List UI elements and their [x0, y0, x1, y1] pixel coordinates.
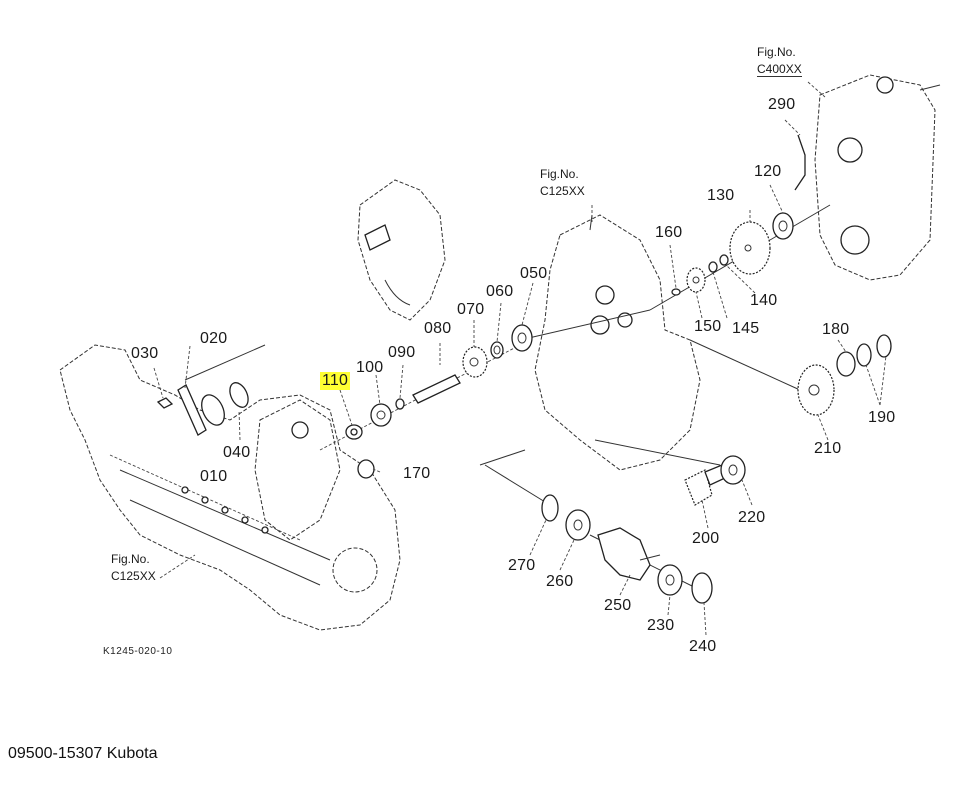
part-label-040[interactable]: 040 — [223, 444, 251, 461]
part-130-gear — [729, 221, 771, 275]
part-label-090[interactable]: 090 — [388, 344, 416, 361]
figure-ref-code: C400XX — [757, 62, 802, 77]
figure-ref-label: Fig.No. — [757, 45, 796, 59]
part-070-gear — [462, 346, 488, 378]
part-label-050[interactable]: 050 — [520, 265, 548, 282]
part-label-100[interactable]: 100 — [356, 359, 384, 376]
cover-plate — [357, 179, 446, 321]
part-170-plug — [357, 459, 375, 479]
part-label-210[interactable]: 210 — [814, 440, 842, 457]
part-label-220[interactable]: 220 — [738, 509, 766, 526]
part-250-differential — [597, 527, 661, 581]
part-label-010[interactable]: 010 — [200, 468, 228, 485]
center-case — [534, 214, 701, 471]
figure-ref-label: Fig.No. — [540, 167, 579, 181]
part-label-160[interactable]: 160 — [655, 224, 683, 241]
part-160-key — [671, 288, 681, 296]
part-220-bearing — [720, 455, 746, 485]
figure-ref-code: C125XX — [540, 184, 585, 198]
part-200-pinion — [684, 464, 726, 506]
part-label-030[interactable]: 030 — [131, 345, 159, 362]
part-label-290[interactable]: 290 — [768, 96, 796, 113]
part-label-250[interactable]: 250 — [604, 597, 632, 614]
part-label-120[interactable]: 120 — [754, 163, 782, 180]
drawing-id: K1245-020-10 — [103, 646, 173, 657]
part-label-060[interactable]: 060 — [486, 283, 514, 300]
part-label-260[interactable]: 260 — [546, 573, 574, 590]
part-label-180[interactable]: 180 — [822, 321, 850, 338]
figure-ref-c125xx-left[interactable]: Fig.No. C125XX — [111, 551, 156, 585]
right-gearbox — [814, 74, 941, 281]
part-260-bearing — [565, 509, 591, 541]
part-020-plate — [177, 384, 207, 436]
part-080-shaft — [412, 374, 461, 404]
figure-ref-code: C125XX — [111, 569, 156, 583]
part-190-rings — [856, 334, 892, 367]
left-housing — [59, 344, 401, 631]
part-label-145[interactable]: 145 — [732, 320, 760, 337]
part-label-230[interactable]: 230 — [647, 617, 675, 634]
part-140-washer — [719, 254, 729, 266]
part-label-140[interactable]: 140 — [750, 292, 778, 309]
part-145-washer — [708, 261, 718, 273]
part-label-270[interactable]: 270 — [508, 557, 536, 574]
part-label-110-highlighted[interactable]: 110 — [320, 372, 351, 390]
part-110-bearing — [345, 424, 363, 440]
part-caption: 09500-15307 Kubota — [8, 745, 158, 762]
part-030-bolt — [156, 397, 174, 409]
part-240-ring — [691, 572, 713, 604]
part-150-gear — [686, 267, 706, 293]
part-050-bearing — [511, 324, 533, 352]
part-label-200[interactable]: 200 — [692, 530, 720, 547]
part-180-bearing — [836, 351, 856, 377]
part-210-gear — [797, 364, 835, 416]
part-040-rings — [201, 382, 249, 426]
part-120-bearing — [772, 212, 794, 240]
part-290-pipe — [794, 134, 806, 191]
part-label-170[interactable]: 170 — [403, 465, 431, 482]
part-100-bearing — [370, 403, 392, 427]
part-label-190[interactable]: 190 — [868, 409, 896, 426]
part-label-020[interactable]: 020 — [200, 330, 228, 347]
part-label-130[interactable]: 130 — [707, 187, 735, 204]
part-label-080[interactable]: 080 — [424, 320, 452, 337]
part-label-070[interactable]: 070 — [457, 301, 485, 318]
part-label-240[interactable]: 240 — [689, 638, 717, 655]
exploded-parts-drawing — [59, 74, 941, 636]
part-270-ring — [541, 494, 559, 522]
part-060-washer — [490, 341, 504, 359]
figure-ref-label: Fig.No. — [111, 552, 150, 566]
figure-ref-c400xx[interactable]: Fig.No. C400XX — [757, 44, 802, 78]
part-230-bearing — [657, 564, 683, 596]
part-090-ring — [395, 398, 405, 410]
figure-ref-c125xx-center[interactable]: Fig.No. C125XX — [540, 166, 585, 200]
part-label-150[interactable]: 150 — [694, 318, 722, 335]
